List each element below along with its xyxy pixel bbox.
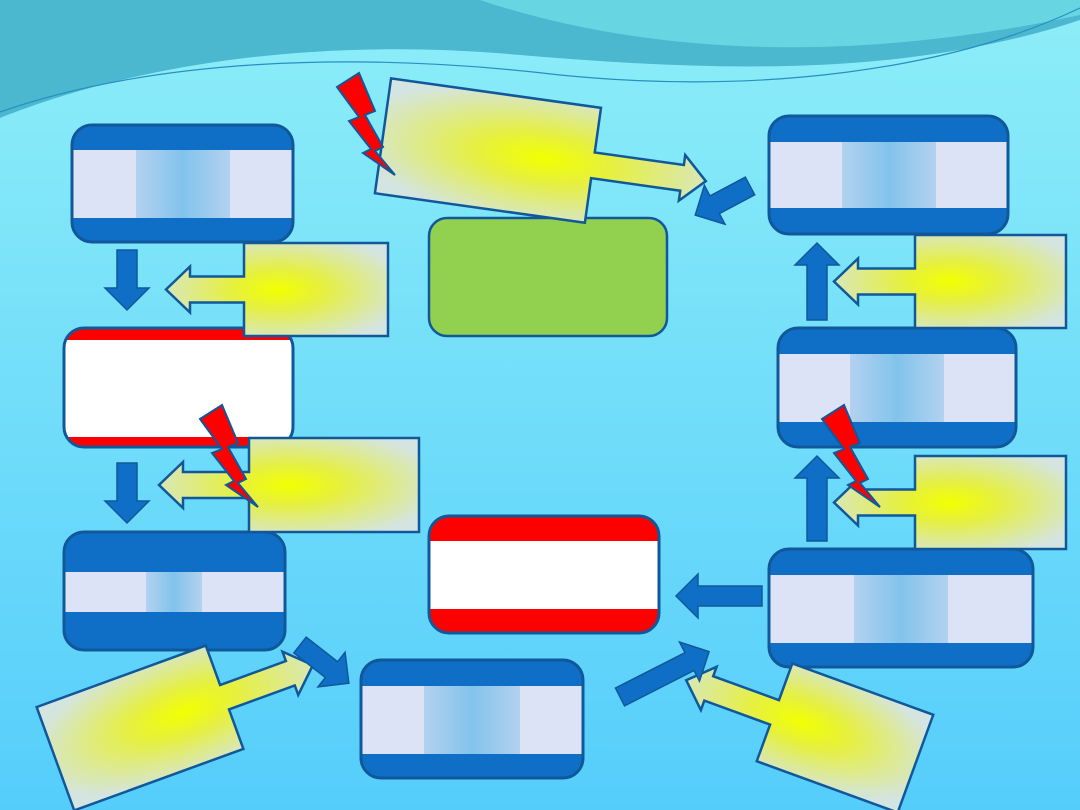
arrow-down-1 [103, 249, 151, 312]
process-box-4 [359, 658, 585, 780]
arrow-down-2 [103, 462, 151, 525]
process-box-1 [70, 123, 295, 244]
arrow-diag-2 [614, 640, 711, 707]
lightning-icon-3 [820, 403, 881, 508]
callout-bottom-right [684, 661, 935, 810]
arrow-diag-1 [292, 636, 350, 688]
arrow-up-1 [793, 241, 841, 321]
arrow-up-2 [793, 454, 841, 542]
process-box-7 [776, 326, 1018, 449]
callout-top [373, 76, 708, 225]
header-wave-light [480, 0, 1080, 48]
process-box-2-highlight [62, 326, 295, 449]
callout-bottom-left [35, 643, 315, 810]
arrow-left-1 [674, 572, 763, 620]
process-box-5-highlight [427, 514, 661, 635]
center-box [427, 216, 669, 338]
process-box-6 [767, 547, 1035, 669]
callout-4 [832, 454, 1068, 551]
lightning-icon-1 [335, 71, 396, 176]
callout-1 [164, 241, 390, 338]
callout-2 [157, 436, 421, 534]
process-box-8 [767, 114, 1010, 236]
process-box-3 [62, 530, 287, 652]
wave-line [0, 7, 1080, 113]
arrow-diag-3 [694, 176, 756, 226]
callout-3 [832, 233, 1068, 330]
lightning-icon-2 [198, 403, 259, 508]
